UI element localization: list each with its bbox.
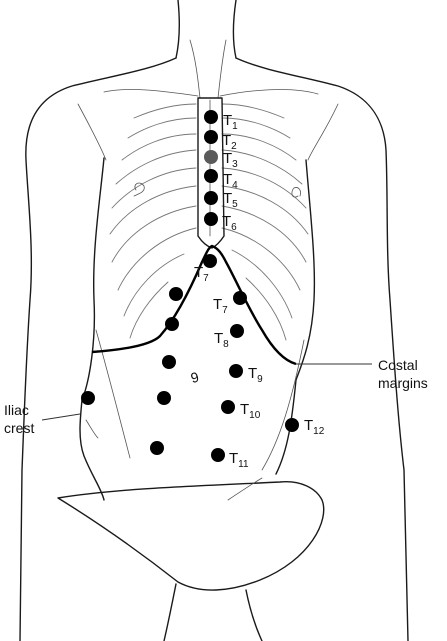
left-clavicle: [104, 89, 198, 96]
right-rib-9: [232, 250, 292, 318]
dot-t7-midline: [203, 254, 217, 268]
label-t10: T10: [240, 401, 261, 421]
label-t10-sub: 10: [249, 410, 261, 421]
left-nipple: [134, 183, 144, 196]
left-rib-10: [130, 282, 168, 338]
label-t7a-main: T: [194, 264, 203, 281]
dot-t7-right: [233, 291, 247, 305]
underwear-waistband: [58, 482, 324, 590]
dot-t3: [204, 150, 218, 164]
right-abdominal-line: [262, 340, 304, 470]
label-t12-main: T: [304, 417, 313, 434]
label-t7a-sub: 7: [203, 273, 209, 284]
label-t8-sub: 8: [223, 339, 229, 350]
dot-t2: [204, 130, 218, 144]
right-rib-8: [222, 228, 300, 290]
label-t3-main: T: [223, 150, 232, 167]
label-t1-main: T: [223, 112, 232, 129]
left-rib-3: [122, 134, 196, 160]
dot-t9-right: [229, 364, 243, 378]
annotations: Costal margins Iliac crest: [4, 357, 428, 436]
label-t7b-sub: 7: [222, 305, 228, 316]
label-t3: T3: [223, 150, 238, 170]
left-rib-8: [118, 228, 196, 290]
left-rib-9: [124, 254, 184, 316]
right-shoulder-arm-contour: [236, 58, 408, 641]
left-rib-2: [128, 118, 196, 138]
label-t7-right: T7: [213, 296, 228, 316]
label-t10-main: T: [240, 401, 249, 418]
dot-t12-right: [285, 418, 299, 432]
right-clavicle: [220, 90, 318, 96]
label-t3-sub: 3: [232, 159, 238, 170]
neck-muscle-line-right: [218, 40, 226, 98]
label-t2-main: T: [222, 132, 231, 149]
label-t12-sub: 12: [313, 426, 325, 437]
dot-t12-left: [81, 391, 95, 405]
label-t1: T1: [223, 112, 238, 132]
left-hip-crease: [86, 420, 98, 438]
label-t12: T12: [304, 417, 325, 437]
left-rib-6: [110, 186, 196, 234]
label-t6-sub: 6: [231, 222, 237, 233]
right-rib-10: [246, 278, 286, 340]
dot-t11-right: [211, 448, 225, 462]
label-t8-main: T: [214, 330, 223, 347]
iliac-crest-leader-line: [42, 414, 80, 420]
label-t6-main: T: [222, 213, 231, 230]
label-t7b-main: T: [213, 296, 222, 313]
left-flank-contour: [82, 158, 104, 400]
label-t11-main: T: [229, 450, 238, 467]
label-t5-sub: 5: [232, 199, 238, 210]
dot-t8-left: [165, 317, 179, 331]
neck-right-contour: [233, 0, 236, 58]
dot-t11-left: [150, 441, 164, 455]
umbilicus: 9: [189, 369, 201, 387]
dot-t7-left: [169, 287, 183, 301]
dot-t4: [204, 169, 218, 183]
label-t8: T8: [214, 330, 229, 350]
right-leg-contour: [246, 590, 262, 641]
label-t5-main: T: [223, 190, 232, 207]
iliac-crest-label-line1: Iliac: [4, 402, 29, 418]
neck-muscle-line-left: [190, 40, 200, 98]
left-rib-1: [134, 104, 196, 118]
label-t9-sub: 9: [257, 374, 263, 385]
label-t11-sub: 11: [238, 459, 249, 470]
left-shoulder-arm-contour: [20, 58, 176, 641]
dot-t10-left: [157, 391, 171, 405]
dot-t1: [204, 110, 218, 124]
dot-t9-left: [162, 355, 176, 369]
dot-t10-right: [221, 400, 235, 414]
label-t4: T4: [223, 171, 238, 191]
dot-t8-right: [230, 324, 244, 338]
label-t4-main: T: [223, 171, 232, 188]
lower-abdominal-crease: [228, 478, 262, 500]
costal-margins-label-line1: Costal: [378, 357, 418, 373]
label-t9-main: T: [248, 365, 257, 382]
label-t9: T9: [248, 365, 263, 385]
body-outline: [20, 0, 408, 641]
dot-t6: [204, 212, 218, 226]
label-t1-sub: 1: [232, 121, 238, 132]
left-hip-contour: [80, 400, 104, 500]
left-pectoral-line: [78, 104, 106, 160]
left-rib-7: [112, 206, 196, 262]
iliac-crest-label-line2: crest: [4, 420, 34, 436]
right-pectoral-line: [308, 104, 338, 160]
costal-margins-label-line2: margins: [378, 375, 428, 391]
right-rib-7: [222, 206, 306, 262]
label-t4-sub: 4: [232, 180, 238, 191]
left-leg-contour: [164, 584, 176, 641]
dot-t5: [204, 191, 218, 205]
neck-left-contour: [176, 0, 179, 58]
label-t11: T11: [229, 450, 249, 470]
